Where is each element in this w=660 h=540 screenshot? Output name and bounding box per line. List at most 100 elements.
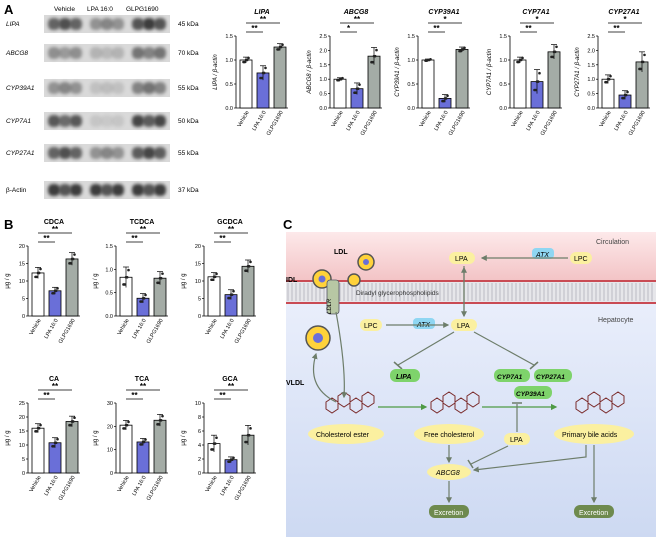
data-point	[212, 442, 216, 445]
bar	[455, 49, 469, 109]
data-point	[607, 77, 611, 81]
significance-label: **	[43, 391, 50, 400]
blot-band	[143, 184, 155, 196]
category-label: GLPG1690	[234, 318, 253, 345]
significance-label: **	[228, 225, 235, 234]
data-point	[606, 77, 610, 81]
significance-label: **	[52, 382, 59, 391]
chart-title: CDCA	[44, 219, 64, 226]
blot-band	[59, 18, 71, 30]
y-tick-label: 0.5	[225, 82, 233, 88]
data-point	[442, 99, 446, 103]
data-point	[521, 56, 524, 60]
data-point	[355, 87, 359, 91]
data-point	[247, 265, 251, 268]
excretion-node-1	[429, 505, 469, 518]
significance-label: **	[260, 15, 267, 24]
ldl-particle-2	[347, 273, 361, 287]
lpc-circulation-label: LPC	[574, 256, 588, 263]
bar	[207, 443, 221, 474]
blot-kda-label: 37 kDa	[178, 186, 199, 194]
data-point	[281, 43, 284, 46]
vldl-particle	[305, 325, 331, 351]
data-point	[623, 93, 627, 97]
blot-band	[143, 18, 155, 30]
ldl-label: LDL	[334, 249, 348, 256]
cyp7a1-label: CYP7A1	[497, 374, 523, 381]
bar	[31, 272, 45, 317]
data-point	[213, 275, 217, 279]
category-label: LPA 16:0	[252, 110, 268, 132]
y-axis-label: CYP39A1 / β-actin	[395, 47, 401, 97]
y-axis-label: μg / g	[5, 273, 11, 288]
y-tick-label: 10	[195, 401, 201, 407]
data-point	[621, 96, 624, 100]
category-label: Vehicle	[117, 318, 131, 336]
category-label: Vehicle	[117, 475, 131, 493]
bar	[119, 276, 133, 317]
lpa-lower-node	[504, 433, 530, 445]
data-point	[246, 265, 250, 268]
lpa-inhibit-cyp	[473, 331, 535, 366]
blot-band	[101, 147, 113, 159]
lpa-hep-label: LPA	[457, 323, 470, 330]
y-tick-label: 0.0	[225, 106, 233, 112]
y-tick-label: 1.5	[105, 244, 113, 250]
blot-band	[154, 47, 166, 59]
blot-band	[90, 184, 102, 196]
lpa-inhibit-lipa	[397, 331, 455, 366]
y-tick-label: 0	[198, 471, 201, 477]
category-label: LPA 16:0	[220, 318, 236, 340]
category-label: LPA 16:0	[44, 318, 60, 340]
data-point	[230, 293, 234, 296]
significance-label: **	[219, 391, 226, 400]
blot-band	[70, 18, 82, 30]
y-tick-label: 15	[19, 429, 25, 435]
data-point	[210, 278, 213, 282]
blot-band	[132, 184, 144, 196]
y-axis-label: μg / g	[181, 430, 187, 445]
cyp27a1-label: CYP27A1	[536, 374, 565, 381]
data-point	[39, 423, 42, 427]
steroid-ring	[430, 391, 480, 414]
blot-protein-label: CYP39A1	[6, 84, 35, 92]
data-point	[444, 97, 448, 100]
data-point	[69, 262, 73, 265]
data-point	[68, 423, 71, 427]
data-point	[158, 276, 162, 280]
significance-label: **	[354, 15, 361, 24]
blot-band	[154, 147, 166, 159]
significance-label: **	[131, 234, 138, 243]
y-tick-label: 2.5	[587, 34, 595, 40]
data-point	[213, 442, 217, 445]
significance-label: **	[228, 382, 235, 391]
data-point	[242, 60, 245, 64]
data-point	[604, 80, 607, 84]
data-point	[210, 448, 213, 451]
category-label: Vehicle	[29, 318, 43, 336]
ce-to-vldl-arrow	[311, 352, 337, 403]
y-tick-label: 10	[107, 448, 113, 454]
data-point	[279, 45, 283, 49]
data-point	[458, 49, 461, 53]
y-tick-label: 0	[22, 471, 25, 477]
category-label: LPA 16:0	[220, 475, 236, 497]
steroid-ring	[575, 391, 625, 414]
data-point	[536, 80, 540, 83]
bar	[547, 51, 561, 109]
bar	[207, 276, 221, 317]
hepatocyte-label: Hepatocyte	[598, 317, 634, 324]
significance-label: **	[219, 234, 226, 243]
category-label: GLPG1690	[234, 475, 253, 502]
chart-title: GCA	[222, 376, 238, 383]
bar	[48, 442, 62, 474]
category-label: LPA 16:0	[132, 475, 148, 497]
bar	[65, 421, 79, 474]
data-point	[339, 77, 343, 81]
data-point	[51, 291, 54, 295]
data-point	[161, 414, 164, 418]
data-point	[641, 60, 645, 64]
data-point	[341, 76, 344, 80]
data-point	[142, 440, 146, 444]
y-tick-label: 2	[198, 457, 201, 463]
